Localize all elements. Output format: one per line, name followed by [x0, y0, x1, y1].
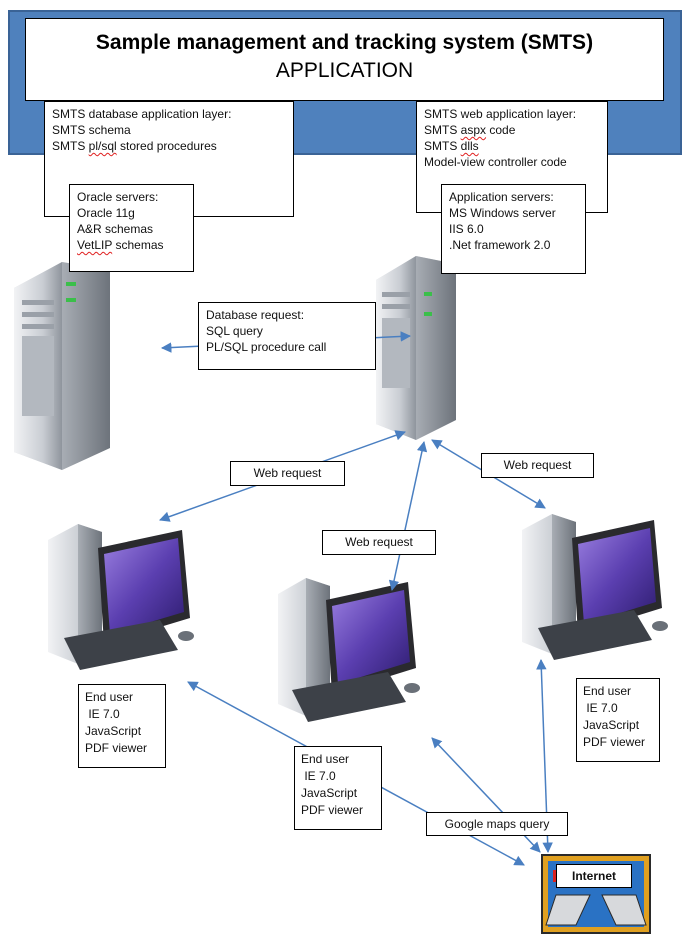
web-app-mvc-code: Model-view controller code [424, 155, 567, 169]
db-app-layer-schema: SMTS schema [52, 123, 131, 137]
app-servers-iis: IIS 6.0 [449, 222, 484, 236]
end-user-pc-left-icon [48, 524, 194, 670]
database-request-box: Database request: SQL query PL/SQL proce… [198, 302, 376, 370]
title-box: Sample management and tracking system (S… [25, 18, 664, 101]
web-app-layer-heading: SMTS web application layer: [424, 107, 577, 121]
diagram-subtitle: APPLICATION [275, 59, 414, 82]
db-request-sql: SQL query [206, 324, 263, 338]
arrow-web-request-center [388, 440, 428, 592]
oracle-ar-schemas: A&R schemas [77, 222, 154, 236]
end-user-browser: IE 7.0 [85, 707, 120, 721]
app-servers-os: MS Windows server [449, 206, 556, 220]
end-user-heading: End user [301, 752, 350, 766]
oracle-vetlip-schemas: VetLIP schemas [77, 238, 164, 252]
application-server-icon [376, 256, 456, 440]
oracle-servers-heading: Oracle servers: [77, 190, 159, 204]
end-user-heading: End user [583, 684, 632, 698]
end-user-heading: End user [85, 690, 134, 704]
database-server-icon [14, 262, 110, 470]
google-maps-query-label: Google maps query [426, 812, 568, 836]
internet-label: Internet [556, 864, 632, 888]
diagram-title: Sample management and tracking system (S… [95, 31, 594, 54]
web-app-aspx-code: SMTS aspx code [424, 123, 516, 137]
end-user-javascript: JavaScript [85, 724, 142, 738]
end-user-pdf: PDF viewer [85, 741, 148, 755]
oracle-version: Oracle 11g [77, 206, 135, 220]
app-servers-heading: Application servers: [449, 190, 554, 204]
end-user-box-left: End user IE 7.0 JavaScript PDF viewer [78, 684, 166, 768]
application-servers-box: Application servers: MS Windows server I… [441, 184, 586, 274]
end-user-javascript: JavaScript [301, 786, 358, 800]
end-user-browser: IE 7.0 [583, 701, 618, 715]
oracle-servers-box: Oracle servers: Oracle 11g A&R schemas V… [69, 184, 194, 272]
end-user-pdf: PDF viewer [583, 735, 646, 749]
db-request-heading: Database request: [206, 308, 305, 322]
app-servers-dotnet: .Net framework 2.0 [449, 238, 551, 252]
end-user-box-right: End user IE 7.0 JavaScript PDF viewer [576, 678, 660, 762]
db-request-plsql: PL/SQL procedure call [206, 340, 327, 354]
db-app-layer-procedures: SMTS pl/sql stored procedures [52, 139, 217, 153]
end-user-javascript: JavaScript [583, 718, 640, 732]
web-request-label-right: Web request [481, 453, 594, 478]
web-app-dlls: SMTS dlls [424, 139, 479, 153]
db-app-layer-heading: SMTS database application layer: [52, 107, 232, 121]
web-request-label-center: Web request [322, 530, 436, 555]
end-user-box-center: End user IE 7.0 JavaScript PDF viewer [294, 746, 382, 830]
end-user-pc-right-icon [522, 514, 668, 660]
end-user-pc-center-icon [278, 578, 420, 722]
end-user-browser: IE 7.0 [301, 769, 336, 783]
end-user-pdf: PDF viewer [301, 803, 364, 817]
web-request-label-left: Web request [230, 461, 345, 486]
